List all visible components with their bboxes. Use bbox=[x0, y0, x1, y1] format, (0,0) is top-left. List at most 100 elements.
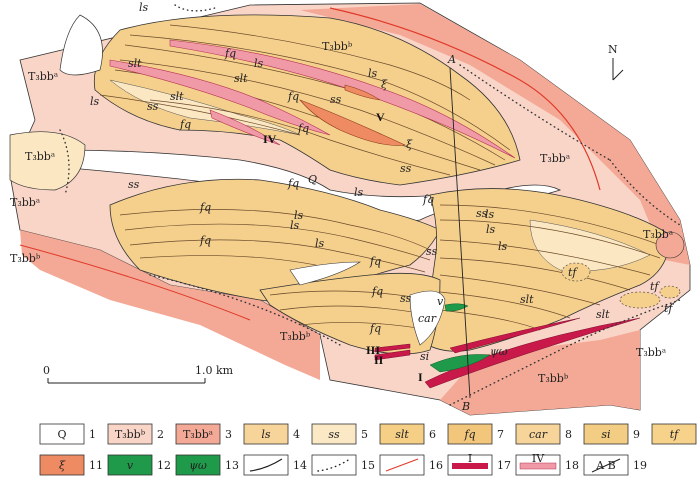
legend-number: 1 bbox=[89, 428, 96, 441]
unit-label: fq bbox=[287, 177, 299, 190]
legend-swatch bbox=[447, 423, 493, 445]
legend-number: 9 bbox=[633, 428, 640, 441]
unit-label: ls bbox=[485, 208, 495, 221]
legend-symbol bbox=[317, 458, 351, 472]
unit-label: ls bbox=[90, 95, 100, 108]
unit-label: fq bbox=[422, 193, 434, 206]
unit-label: fq bbox=[199, 201, 211, 214]
unit-label: ls bbox=[254, 57, 264, 70]
legend-label: slt bbox=[395, 428, 409, 441]
legend-symbol bbox=[519, 462, 557, 470]
unit-label: tf bbox=[568, 266, 578, 279]
ore-label-V: V bbox=[376, 110, 385, 124]
legend-item: 14 bbox=[243, 454, 307, 476]
unit-label: slt bbox=[234, 72, 248, 85]
legend-number: 4 bbox=[293, 428, 300, 441]
legend-swatch bbox=[243, 423, 289, 445]
legend-label: ψω bbox=[189, 459, 207, 472]
unit-label: fq bbox=[287, 90, 299, 103]
legend-number: 3 bbox=[225, 428, 232, 441]
label-t3bbb-bottom: T₃bbᵇ bbox=[280, 330, 311, 343]
label-t3bba-l1: T₃bbᵃ bbox=[28, 70, 58, 83]
legend-number: 8 bbox=[565, 428, 572, 441]
legend-number: 18 bbox=[565, 459, 579, 472]
legend-swatch bbox=[175, 454, 221, 476]
ore-band-III bbox=[374, 343, 411, 353]
legend-swatch bbox=[583, 423, 629, 445]
legend-number: 6 bbox=[429, 428, 436, 441]
scale-end: 1.0 km bbox=[195, 364, 234, 377]
upper-block bbox=[93, 14, 521, 186]
unit-label: si bbox=[420, 350, 429, 363]
unit-label: ls bbox=[486, 223, 496, 236]
section-label-b: B bbox=[461, 400, 470, 413]
middle-block bbox=[109, 178, 685, 355]
unit-label: ss bbox=[147, 100, 159, 113]
legend-swatch bbox=[311, 454, 357, 476]
label-t3bba-r2: T₃bbᵃ bbox=[643, 228, 673, 241]
label-t3bbb-left: T₃bbᵇ bbox=[10, 252, 41, 265]
xi-lens-upper bbox=[344, 84, 381, 101]
unit-label: ls bbox=[354, 186, 364, 199]
label-t3bba-r1: T₃bbᵃ bbox=[540, 152, 570, 165]
label-t3bba-l3: T₃bbᵃ bbox=[10, 196, 40, 209]
unit-label: fq bbox=[199, 234, 211, 247]
legend-item: I17 bbox=[447, 452, 511, 476]
legend-swatch bbox=[39, 454, 85, 476]
label-t3bba-l2: T₃bbᵃ bbox=[25, 150, 55, 163]
legend-number: 17 bbox=[497, 459, 511, 472]
unit-label: ls bbox=[290, 219, 300, 232]
unit-labels: slt slt fq ls ls ss slt fq fq ss ss ss Q… bbox=[90, 47, 674, 363]
legend-number: 16 bbox=[429, 459, 443, 472]
unit-label: tf bbox=[650, 280, 660, 293]
unit-label: slt bbox=[520, 293, 534, 306]
legend-swatch bbox=[379, 423, 425, 445]
legend-label: ss bbox=[328, 428, 340, 441]
legend-swatch bbox=[107, 454, 153, 476]
xi-lens-middle bbox=[299, 99, 407, 146]
ore-label-III: III bbox=[366, 343, 380, 357]
legend-symbol bbox=[385, 458, 419, 472]
legend-swatch bbox=[311, 423, 357, 445]
right-light-zone bbox=[529, 219, 651, 272]
legend-swatch bbox=[515, 423, 561, 445]
unit-label: ss bbox=[476, 207, 488, 220]
ore-band-top-lower bbox=[449, 317, 581, 354]
legend-symbol bbox=[452, 463, 488, 469]
unit-label: ξ bbox=[406, 138, 413, 151]
unit-label: ss bbox=[330, 93, 342, 106]
ore-label-IV: IV bbox=[263, 132, 277, 146]
unit-label: ls bbox=[315, 237, 325, 250]
ore-band-II bbox=[374, 349, 411, 361]
unit-label: ls bbox=[368, 67, 378, 80]
section-label-a: A bbox=[447, 53, 456, 66]
legend-label: car bbox=[529, 428, 548, 441]
label-t3bba-r3: T₃bbᵃ bbox=[636, 346, 666, 359]
north-arrow-tick bbox=[612, 69, 624, 81]
legend-number: 2 bbox=[157, 428, 164, 441]
legend-item: 16 bbox=[379, 454, 443, 476]
unit-label: slt bbox=[170, 90, 184, 103]
legend-label: A B bbox=[595, 459, 616, 472]
legend-item: car 8 bbox=[515, 423, 572, 445]
unit-label: ψω bbox=[490, 345, 508, 358]
legend-swatch bbox=[243, 454, 289, 476]
legend-label: fq bbox=[463, 428, 475, 441]
legend-number: 19 bbox=[633, 459, 647, 472]
ore-band-upper-2 bbox=[109, 59, 331, 136]
ore-band-I bbox=[424, 317, 641, 389]
legend-item: A B 19 bbox=[583, 454, 647, 476]
bbb-round-right bbox=[655, 231, 685, 259]
legend-number: 5 bbox=[361, 428, 368, 441]
unit-label: slt bbox=[596, 308, 610, 321]
legend-symbol bbox=[591, 458, 621, 473]
